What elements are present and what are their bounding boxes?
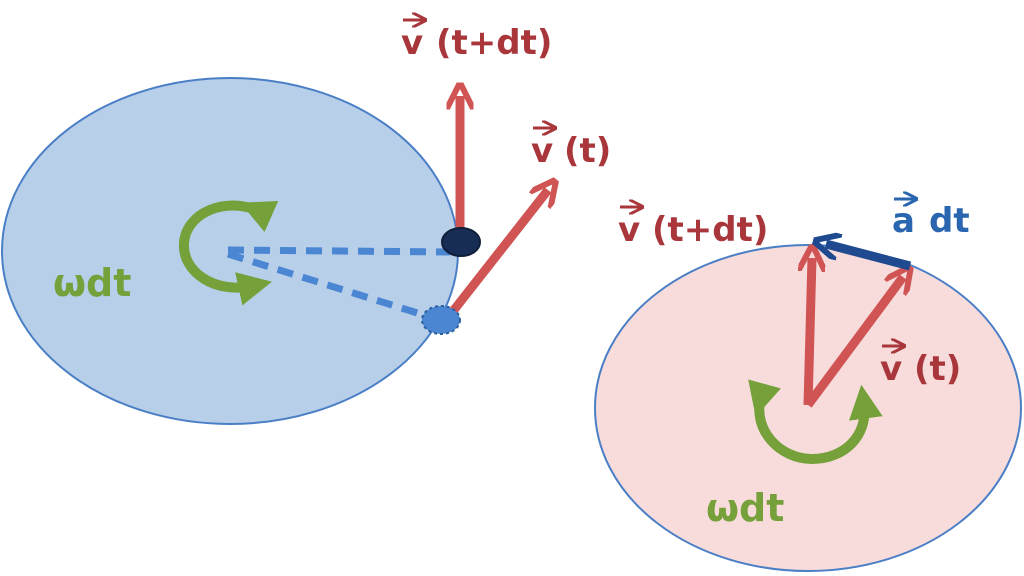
vector-symbol-v: v: [880, 349, 902, 389]
label-v-t-plus-dt-right: v (t+dt): [618, 207, 768, 250]
label-v-t-plus-dt-top: v (t+dt): [401, 20, 552, 63]
particle-t: [421, 305, 461, 335]
velocity-diagram: ωdt v (t+dt) a dt v (t): [594, 199, 1022, 572]
position-diagram: ωdt v (t+dt) v (t): [1, 20, 611, 425]
velocity-arrow-t: [446, 190, 548, 318]
vector-symbol-v: v: [618, 210, 640, 250]
acceleration-vector: [826, 244, 912, 271]
omega-dt-label-left: ωdt: [53, 261, 131, 305]
label-t: (t): [914, 349, 961, 389]
label-t: (t): [564, 131, 611, 171]
particle-t-plus-dt: [441, 227, 481, 257]
label-dt: dt: [929, 201, 970, 241]
label-v-t-right: v (t): [880, 346, 961, 389]
vector-symbol-a: a: [892, 201, 915, 241]
vector-symbol-v: v: [531, 131, 553, 171]
vector-symbol-v: v: [401, 23, 423, 63]
omega-dt-label-right: ωdt: [706, 486, 784, 530]
label-t-plus-dt: (t+dt): [436, 23, 552, 63]
velocity-vector-t-plus-dt: [808, 258, 812, 406]
radius-line-t-plus-dt: [227, 246, 451, 256]
label-v-t-left: v (t): [531, 128, 611, 171]
rotation-arrow-icon: [748, 379, 883, 465]
rotation-arrow-icon: [178, 200, 279, 306]
label-a-dt: a dt: [892, 199, 970, 241]
label-t-plus-dt: (t+dt): [652, 210, 768, 250]
